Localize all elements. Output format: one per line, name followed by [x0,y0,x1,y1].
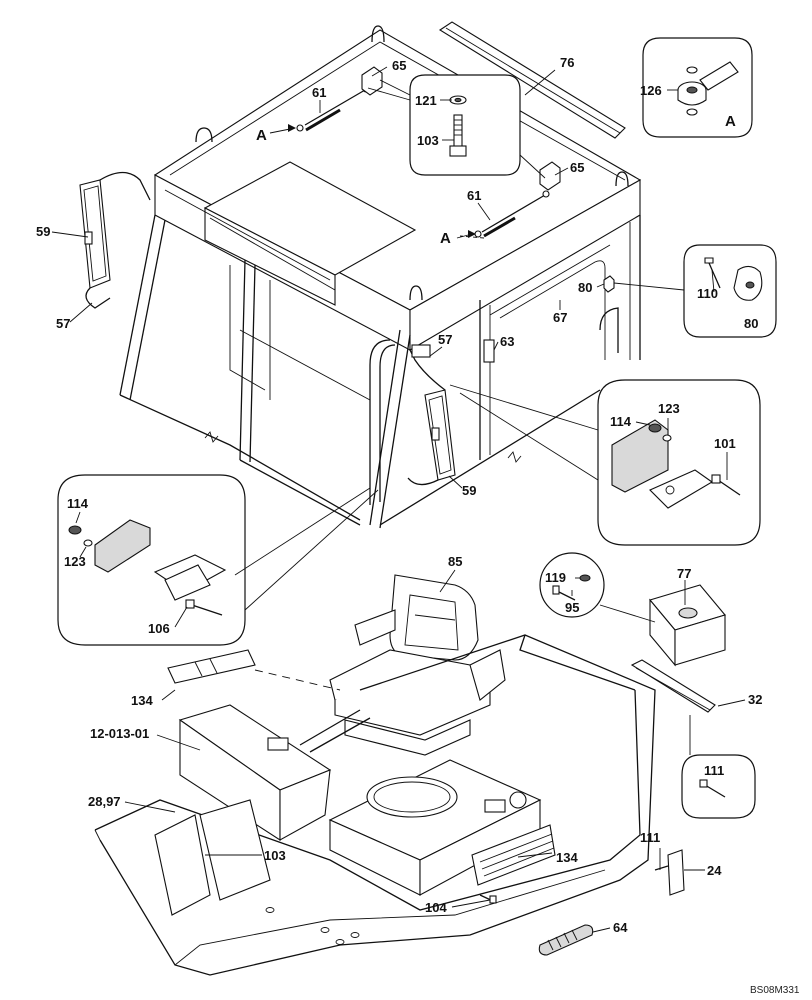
label-114-left: 114 [67,496,89,511]
callout-mirror-bracket-right [597,379,761,546]
right-mirror [407,349,456,486]
label-24: 24 [707,863,722,878]
label-12-013-01: 12-013-01 [90,726,149,741]
label-65-upper: 65 [392,58,406,73]
label-76: 76 [560,55,574,70]
label-59-left: 59 [36,224,50,239]
detail-marker-a-upper: A [256,127,267,144]
callout-mirror-bracket-left [57,474,246,646]
label-63: 63 [500,334,514,349]
label-61-lower: 61 [467,188,481,203]
grip-64 [538,924,594,956]
label-104: 104 [425,900,447,915]
leader-lines [51,66,746,933]
bolt-104 [479,894,497,904]
detail-marker-a-lower: A [440,230,451,247]
label-111-lower: 111 [640,830,660,845]
part-labels: 76 65 61 121 103 126 65 61 59 57 80 67 1… [36,55,762,935]
grill-134-upper [167,649,256,684]
label-57-left: 57 [56,316,70,331]
label-32: 32 [748,692,762,707]
label-59-right: 59 [462,483,476,498]
panel-28-97 [154,799,271,916]
bracket-65-upper [361,66,383,96]
wiper-assembly [411,339,495,363]
arrowheads [288,124,476,238]
label-64: 64 [613,920,628,935]
callout-screw [539,552,605,618]
latch-80-on-cab [603,275,615,293]
label-85: 85 [448,554,462,569]
callout-latch [683,244,777,338]
label-80-detail: 80 [744,316,758,331]
detail-marker-a-callout: A [725,113,736,130]
label-95: 95 [565,600,579,615]
detail-markers: A A A [256,113,736,247]
label-111-detail: 111 [704,763,724,778]
drawing-reference: BS08M331 [750,985,800,996]
floor-frame [94,634,656,976]
label-134-lower: 134 [556,850,578,865]
label-123-right: 123 [658,401,680,416]
label-119: 119 [545,570,566,585]
cab-roof [153,25,642,351]
bracket-65-lower [539,161,561,191]
left-mirror [79,171,151,309]
console-12-013-01 [178,704,371,842]
label-103-lower: 103 [264,848,286,863]
label-65-lower: 65 [570,160,584,175]
operator-seat [329,574,506,756]
label-126: 126 [640,83,662,98]
label-57-right: 57 [438,332,452,347]
label-121: 121 [415,93,437,108]
label-61-upper: 61 [312,85,326,100]
floor-box [328,759,542,896]
label-80-cab: 80 [578,280,592,295]
bracket-24 [654,849,685,896]
rail-32 [630,659,716,713]
grill-134-lower [471,824,556,886]
gas-strut-lower [474,190,550,238]
label-28-97: 28,97 [88,794,121,809]
label-106: 106 [148,621,170,636]
callout-bolt-111 [681,754,756,819]
label-67: 67 [553,310,567,325]
label-101: 101 [714,436,736,451]
label-103-upper: 103 [417,133,439,148]
label-123-left: 123 [64,554,86,569]
rail-76 [438,21,626,139]
callout-bolt-washer [409,74,521,176]
label-110: 110 [697,286,718,301]
label-134-upper: 134 [131,693,153,708]
label-114-right: 114 [610,414,632,429]
label-77: 77 [677,566,691,581]
storage-box-77 [649,584,726,667]
